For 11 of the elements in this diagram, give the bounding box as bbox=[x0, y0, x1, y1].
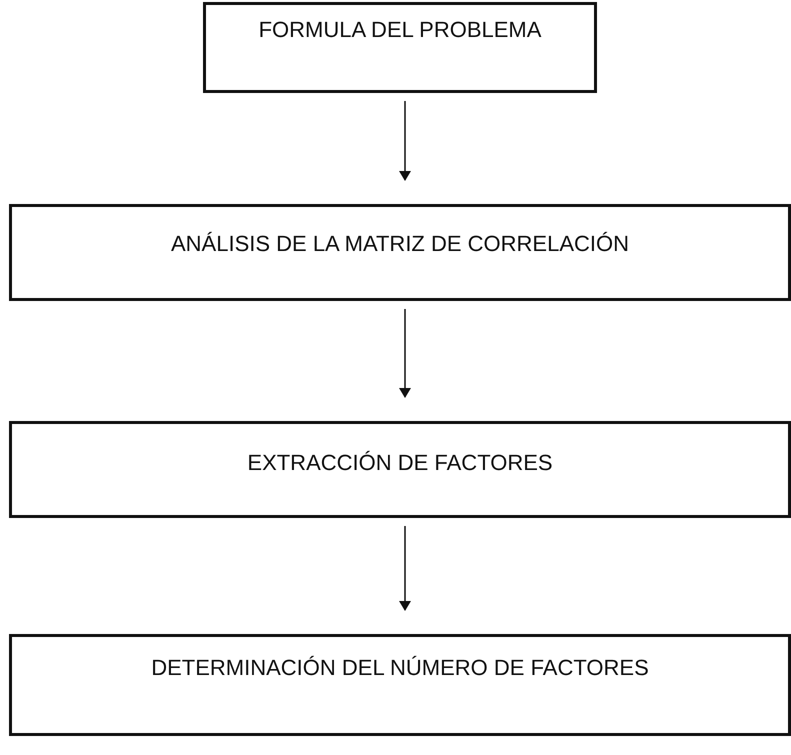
box-label: FORMULA DEL PROBLEMA bbox=[258, 17, 542, 44]
box-label: ANÁLISIS DE LA MATRIZ DE CORRELACIÓN bbox=[170, 231, 630, 258]
arrow bbox=[399, 309, 411, 398]
process-box bbox=[9, 421, 791, 518]
arrow bbox=[399, 526, 411, 611]
process-box bbox=[9, 634, 791, 736]
box-label: DETERMINACIÓN DEL NÚMERO DE FACTORES bbox=[151, 655, 649, 682]
process-box bbox=[203, 2, 597, 93]
arrow bbox=[399, 101, 411, 181]
process-box bbox=[9, 204, 791, 301]
box-label: EXTRACCIÓN DE FACTORES bbox=[247, 450, 553, 476]
